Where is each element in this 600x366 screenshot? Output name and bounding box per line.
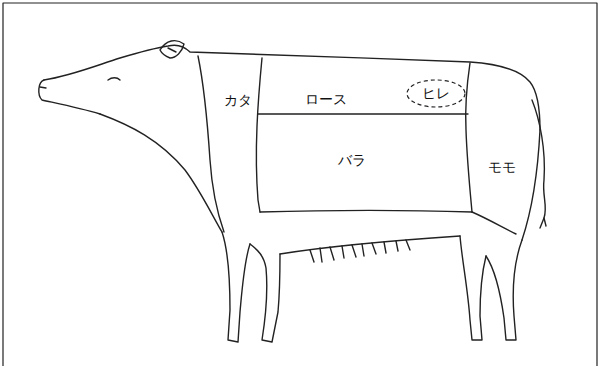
dashed-ellipse-region: ヒレ	[406, 79, 466, 108]
cut-label: ロース	[305, 91, 347, 108]
cut-label: カタ	[224, 92, 252, 109]
cut-label: モモ	[488, 159, 516, 176]
cut-label: ヒレ	[422, 85, 450, 102]
cut-label: バラ	[338, 152, 366, 169]
